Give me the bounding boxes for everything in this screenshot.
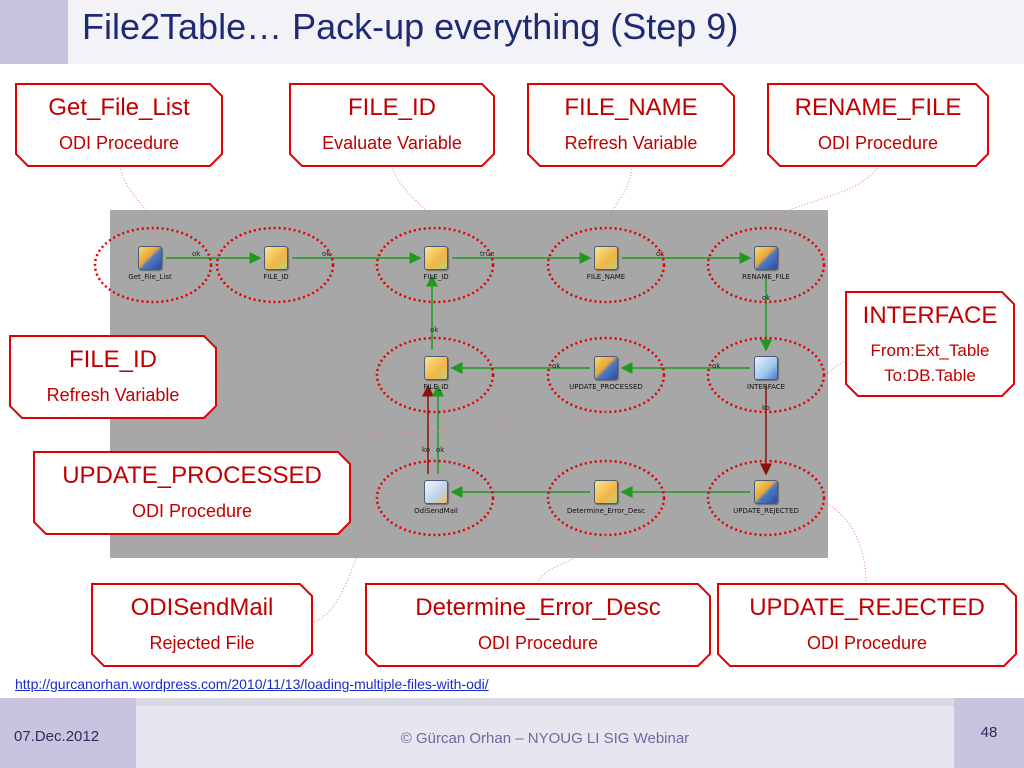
callout-odisendmail: ODISendMail Rejected File bbox=[91, 583, 313, 667]
leader-update-rejected bbox=[823, 501, 867, 585]
highlight-rename-file bbox=[706, 226, 826, 304]
footer-date: 07.Dec.2012 bbox=[14, 728, 100, 745]
callout-title: UPDATE_PROCESSED bbox=[62, 462, 322, 489]
highlight-file-name bbox=[546, 226, 666, 304]
procedure-icon bbox=[594, 356, 618, 380]
highlight-interface bbox=[706, 336, 826, 414]
node-update-rejected[interactable]: UPDATE_REJECTED bbox=[711, 480, 821, 515]
highlight-odisendmail bbox=[375, 459, 495, 537]
callout-update-processed: UPDATE_PROCESSED ODI Procedure bbox=[33, 451, 351, 535]
callout-title: FILE_ID bbox=[347, 94, 437, 121]
leader-file-id-evaluate bbox=[391, 165, 436, 229]
callout-subtitle: Rejected File bbox=[149, 633, 255, 653]
procedure-icon bbox=[754, 480, 778, 504]
callout-title: FILE_ID bbox=[68, 346, 158, 373]
callout-file-id-evaluate: FILE_ID Evaluate Variable bbox=[289, 83, 495, 167]
variable-icon bbox=[424, 356, 448, 380]
footer-page-block: 48 bbox=[954, 698, 1024, 768]
callout-title: RENAME_FILE bbox=[794, 94, 962, 121]
leader-get-file-list bbox=[119, 165, 154, 229]
callout-file-id-refresh: FILE_ID Refresh Variable bbox=[9, 335, 217, 419]
node-determine-error-desc[interactable]: Determine_Error_Desc bbox=[551, 480, 661, 515]
variable-icon bbox=[264, 246, 288, 270]
highlight-get-file-list bbox=[93, 226, 213, 304]
procedure-icon bbox=[138, 246, 162, 270]
leader-odisendmail bbox=[313, 502, 379, 623]
variable-icon bbox=[424, 246, 448, 270]
procedure-icon bbox=[754, 246, 778, 270]
callout-determine-error-desc: Determine_Error_Desc ODI Procedure bbox=[365, 583, 711, 667]
highlight-file-id-3 bbox=[375, 336, 495, 414]
leader-file-name bbox=[605, 165, 633, 229]
leader-rename-file bbox=[765, 165, 879, 229]
callout-title: Get_File_List bbox=[48, 94, 190, 121]
highlight-update-rejected bbox=[706, 459, 826, 537]
highlight-file-id-2 bbox=[375, 226, 495, 304]
edge-label-ok: ok bbox=[436, 446, 445, 454]
callout-subtitle: Refresh Variable bbox=[564, 133, 698, 153]
callout-get-file-list: Get_File_List ODI Procedure bbox=[15, 83, 223, 167]
title-bar: File2Table… Pack-up everything (Step 9) bbox=[0, 0, 1024, 64]
title-accent-block bbox=[0, 0, 68, 64]
node-file-id-1[interactable]: FILE_ID bbox=[221, 246, 331, 281]
footer-date-block: 07.Dec.2012 bbox=[0, 698, 136, 768]
highlight-file-id-1 bbox=[215, 226, 335, 304]
callout-title: INTERFACE bbox=[862, 302, 998, 329]
edge-label-ok: ok bbox=[656, 250, 665, 258]
callout-subtitle-2: To:DB.Table bbox=[884, 366, 976, 385]
edge-label-ok: ok bbox=[322, 250, 331, 258]
mail-icon bbox=[424, 480, 448, 504]
workflow-edges bbox=[166, 252, 772, 498]
callout-subtitle: ODI Procedure bbox=[58, 133, 180, 153]
node-file-id-3[interactable]: FILE_ID bbox=[381, 356, 491, 391]
edge-label-ok: ok bbox=[552, 362, 561, 370]
leader-determine bbox=[537, 534, 607, 585]
highlight-update-processed bbox=[546, 336, 666, 414]
callout-subtitle: Evaluate Variable bbox=[322, 133, 462, 153]
callout-subtitle: From:Ext_Table bbox=[870, 341, 990, 360]
variable-icon bbox=[594, 480, 618, 504]
edge-label-ok: ok bbox=[192, 250, 201, 258]
edge-label-ok: ok bbox=[762, 294, 771, 302]
callout-subtitle: ODI Procedure bbox=[477, 633, 599, 653]
callout-subtitle: ODI Procedure bbox=[806, 633, 928, 653]
callout-title: ODISendMail bbox=[130, 594, 274, 621]
footer-copyright: © Gürcan Orhan – NYOUG LI SIG Webinar bbox=[400, 730, 690, 747]
slide-title: File2Table… Pack-up everything (Step 9) bbox=[82, 6, 739, 47]
node-file-name[interactable]: FILE_NAME bbox=[551, 246, 661, 281]
footer: 07.Dec.2012 © Gürcan Orhan – NYOUG LI SI… bbox=[0, 698, 1024, 768]
variable-icon bbox=[594, 246, 618, 270]
edge-label-ok: ok bbox=[430, 326, 439, 334]
callout-file-name: FILE_NAME Refresh Variable bbox=[527, 83, 735, 167]
footer-center-block: © Gürcan Orhan – NYOUG LI SIG Webinar bbox=[136, 706, 954, 768]
callout-title: UPDATE_REJECTED bbox=[749, 594, 985, 621]
callout-subtitle: Refresh Variable bbox=[46, 385, 180, 405]
callout-title: Determine_Error_Desc bbox=[415, 594, 661, 621]
callout-subtitle: ODI Procedure bbox=[817, 133, 939, 153]
node-file-id-2[interactable]: FILE_ID bbox=[381, 246, 491, 281]
leader-update-processed bbox=[189, 411, 607, 453]
callout-subtitle: ODI Procedure bbox=[131, 501, 253, 521]
node-interface[interactable]: INTERFACE bbox=[711, 356, 821, 391]
edge-label-ok: ok bbox=[712, 362, 721, 370]
node-odisendmail[interactable]: OdiSendMail bbox=[381, 480, 491, 515]
callout-update-rejected: UPDATE_REJECTED ODI Procedure bbox=[717, 583, 1017, 667]
node-rename-file[interactable]: RENAME_FILE bbox=[711, 246, 821, 281]
highlight-determine-error-desc bbox=[546, 459, 666, 537]
node-get-file-list[interactable]: Get_File_List bbox=[95, 246, 205, 281]
callout-title: FILE_NAME bbox=[564, 94, 698, 121]
node-update-processed[interactable]: UPDATE_PROCESSED bbox=[551, 356, 661, 391]
edge-label-ko: ko bbox=[422, 446, 431, 454]
page-number: 48 bbox=[980, 724, 998, 741]
callout-rename-file: RENAME_FILE ODI Procedure bbox=[767, 83, 989, 167]
callout-interface: INTERFACE From:Ext_Table To:DB.Table bbox=[845, 291, 1015, 397]
interface-icon bbox=[754, 356, 778, 380]
edge-label-true: true bbox=[480, 250, 495, 258]
leader-interface bbox=[823, 359, 847, 379]
source-link[interactable]: http://gurcanorhan.wordpress.com/2010/11… bbox=[15, 676, 489, 692]
edge-label-ko: ko bbox=[762, 404, 771, 412]
